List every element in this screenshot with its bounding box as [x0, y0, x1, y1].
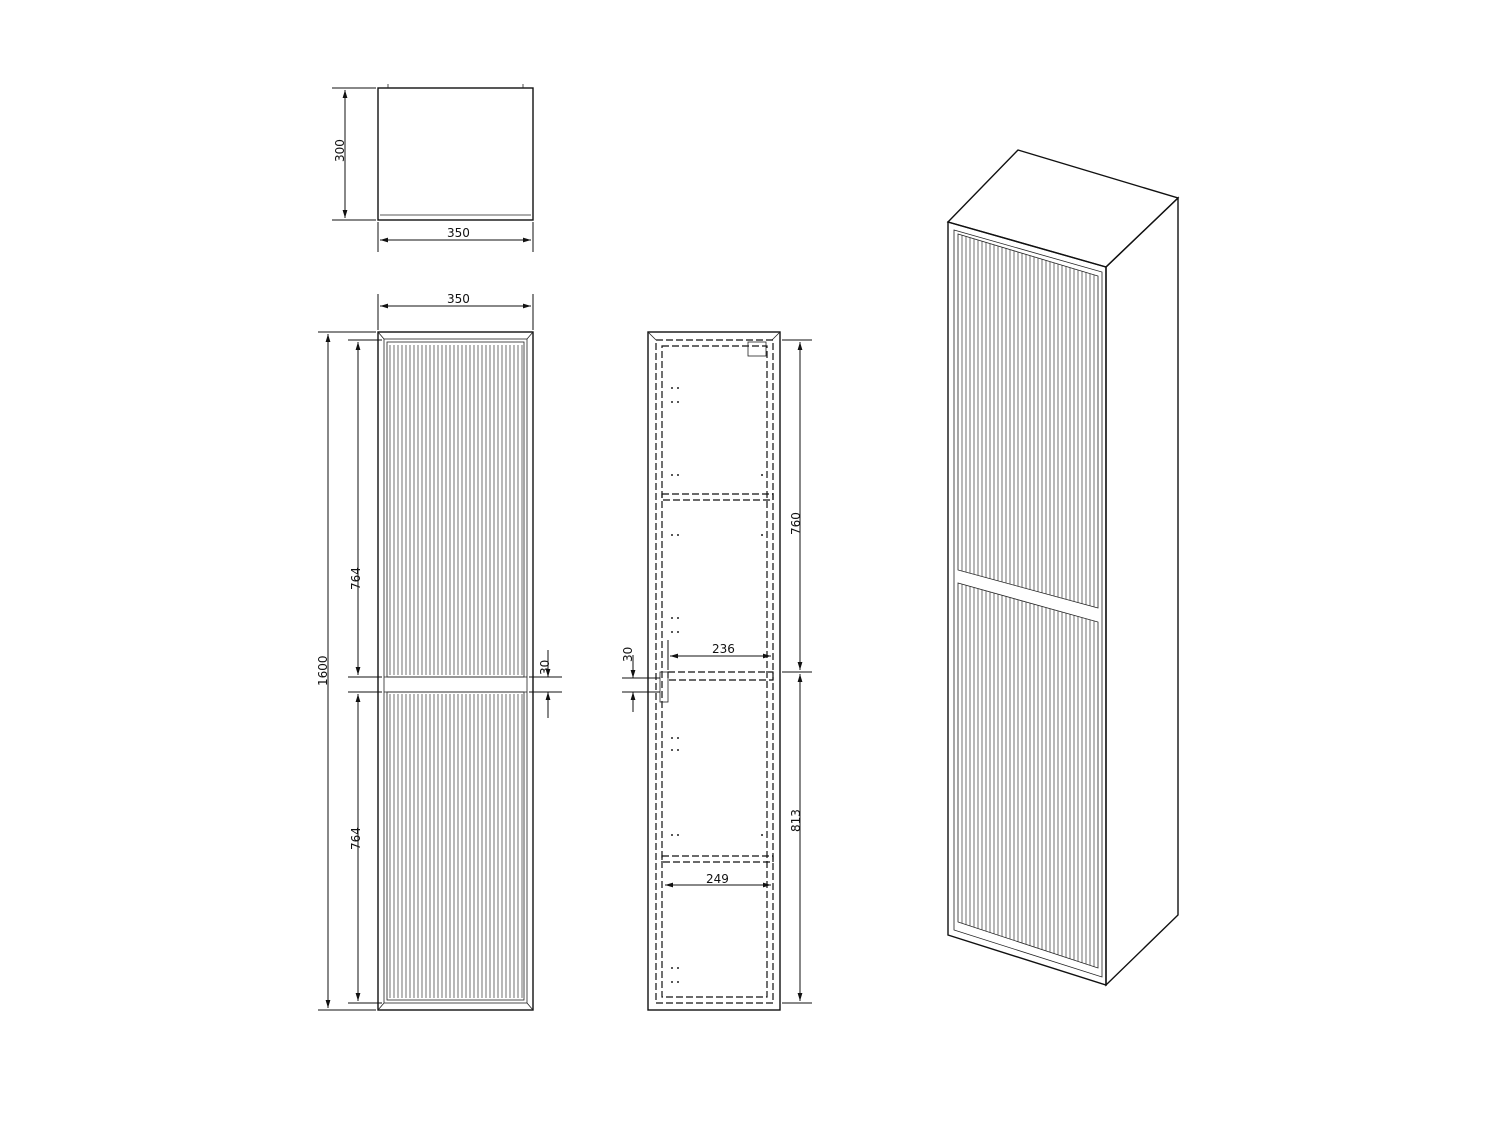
dim-side-rail-label: 30 [621, 647, 635, 662]
dim-upper-section-label: 760 [789, 512, 803, 535]
dim-front-width-label: 350 [447, 292, 470, 306]
isometric-view [946, 149, 1180, 987]
dim-lower-shelf-label: 249 [706, 872, 729, 886]
dim-upper-shelf-label: 236 [712, 642, 735, 656]
dim-lower-door-label: 764 [349, 827, 363, 850]
dim-upper-door-label: 764 [349, 567, 363, 590]
dim-top-width-label: 350 [447, 226, 470, 240]
dim-depth-label: 300 [333, 139, 347, 162]
dim-rail-label: 30 [538, 660, 552, 675]
interior-view: 236 249 760 813 30 [621, 331, 812, 1011]
dim-height-label: 1600 [316, 655, 330, 686]
dim-lower-section-label: 813 [789, 809, 803, 832]
front-view: 350 1600 764 764 30 [316, 292, 562, 1011]
top-view: 300 350 [332, 84, 534, 252]
